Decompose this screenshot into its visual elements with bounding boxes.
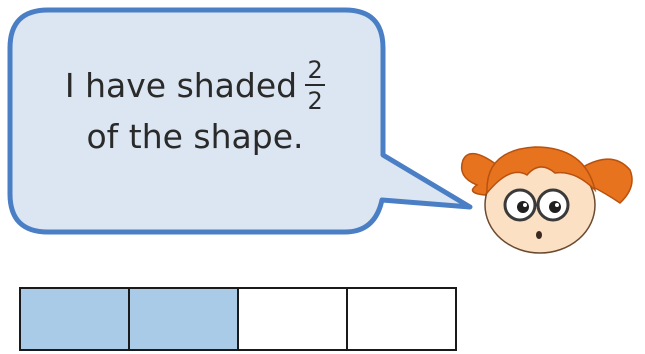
fraction-bar-shape: [19, 287, 457, 351]
fraction: 2 2: [305, 56, 326, 115]
girl-character-icon: [460, 146, 633, 254]
eye-right-icon: [549, 201, 561, 213]
bar-part-4: [348, 289, 455, 349]
fraction-denominator: 2: [307, 87, 323, 115]
speech-prefix: I have shaded: [64, 65, 298, 105]
fraction-numerator: 2: [307, 56, 323, 84]
speech-text: I have shaded 2 2 of the shape.: [35, 58, 355, 161]
speech-bubble-shape: [7, 7, 473, 235]
hair-icon: [486, 146, 597, 195]
bar-part-3: [239, 289, 348, 349]
speech-line-2: of the shape.: [86, 117, 304, 156]
mouth-icon: [536, 231, 542, 239]
bar-part-1-shaded: [21, 289, 130, 349]
bar-part-2-shaded: [130, 289, 239, 349]
eye-left-icon: [517, 201, 529, 213]
fraction-bar-line: [305, 84, 326, 86]
right-pigtail-icon: [582, 158, 633, 204]
speech-line-1: I have shaded 2 2: [35, 58, 355, 113]
